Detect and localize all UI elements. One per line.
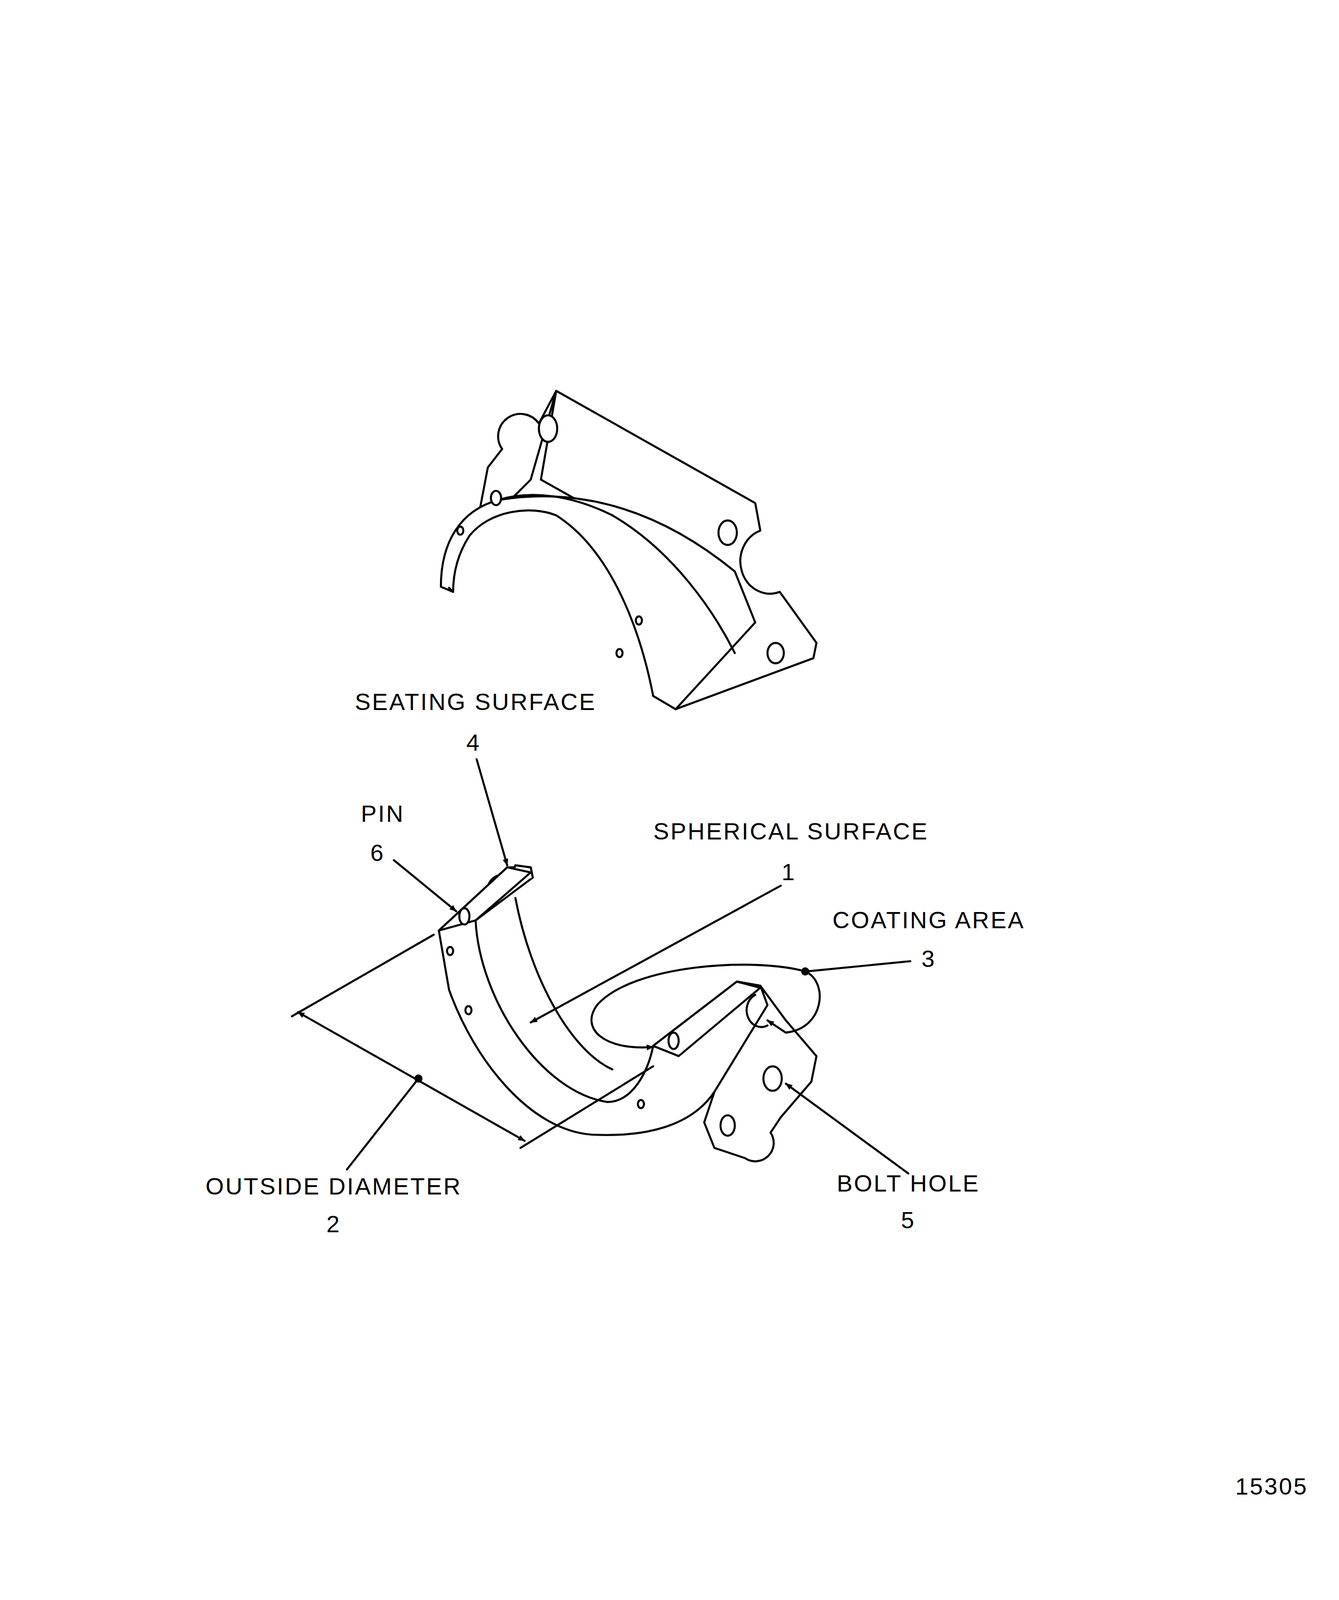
callout-number: 5 [901,1209,916,1233]
small-hole [637,1100,644,1109]
leader-line [530,885,781,1023]
coating-loop [767,971,821,1033]
leader-line [785,1083,909,1174]
part-name: SPHERICAL SURFACE [653,820,929,844]
cap-inner-edge [449,494,613,593]
lower-body [438,867,768,1136]
pin [459,908,470,925]
small-hole [465,1006,472,1015]
part-name: BOLT HOLE [836,1172,980,1196]
small-hole [457,526,464,536]
end-face [438,867,531,931]
part-name: COATING AREA [832,908,1026,933]
callout-number: 4 [466,731,482,755]
cap-body [440,496,756,710]
small-hole [446,947,453,956]
leader-line [393,860,457,912]
flange-notch [746,995,768,1028]
part-name: OUTSIDE DIAMETER [205,1175,463,1199]
small-hole [635,616,642,625]
callout-number: 3 [921,947,937,972]
small-hole [616,649,623,658]
leader-line [346,1079,419,1170]
cap-face-edge [612,515,735,654]
part-name: PIN [360,802,405,826]
callout-number: 6 [370,841,386,866]
bolt-hole [767,643,784,664]
pin [668,1032,679,1050]
spherical-surface-edge [515,898,613,1070]
extension-line [291,934,434,1017]
end-face [653,981,761,1057]
figure-number: 15305 [1235,1475,1308,1499]
coating-loop [591,964,806,1048]
leader-line [806,961,911,972]
callout-number: 1 [781,860,797,885]
dimension-line [298,1012,525,1141]
leader-dot [415,1075,422,1082]
lower-bearing-half [438,865,817,1162]
callout-number: 2 [326,1212,342,1237]
upper-bearing-cap [440,390,817,710]
extension-line [520,1066,654,1149]
bolt-hole [720,1115,735,1136]
bolt-hole [539,415,558,442]
part-name: SEATING SURFACE [355,690,597,715]
bolt-hole [718,520,737,545]
bolt-hole [490,490,502,506]
bolt-hole [763,1066,782,1092]
leader-line [476,759,508,866]
